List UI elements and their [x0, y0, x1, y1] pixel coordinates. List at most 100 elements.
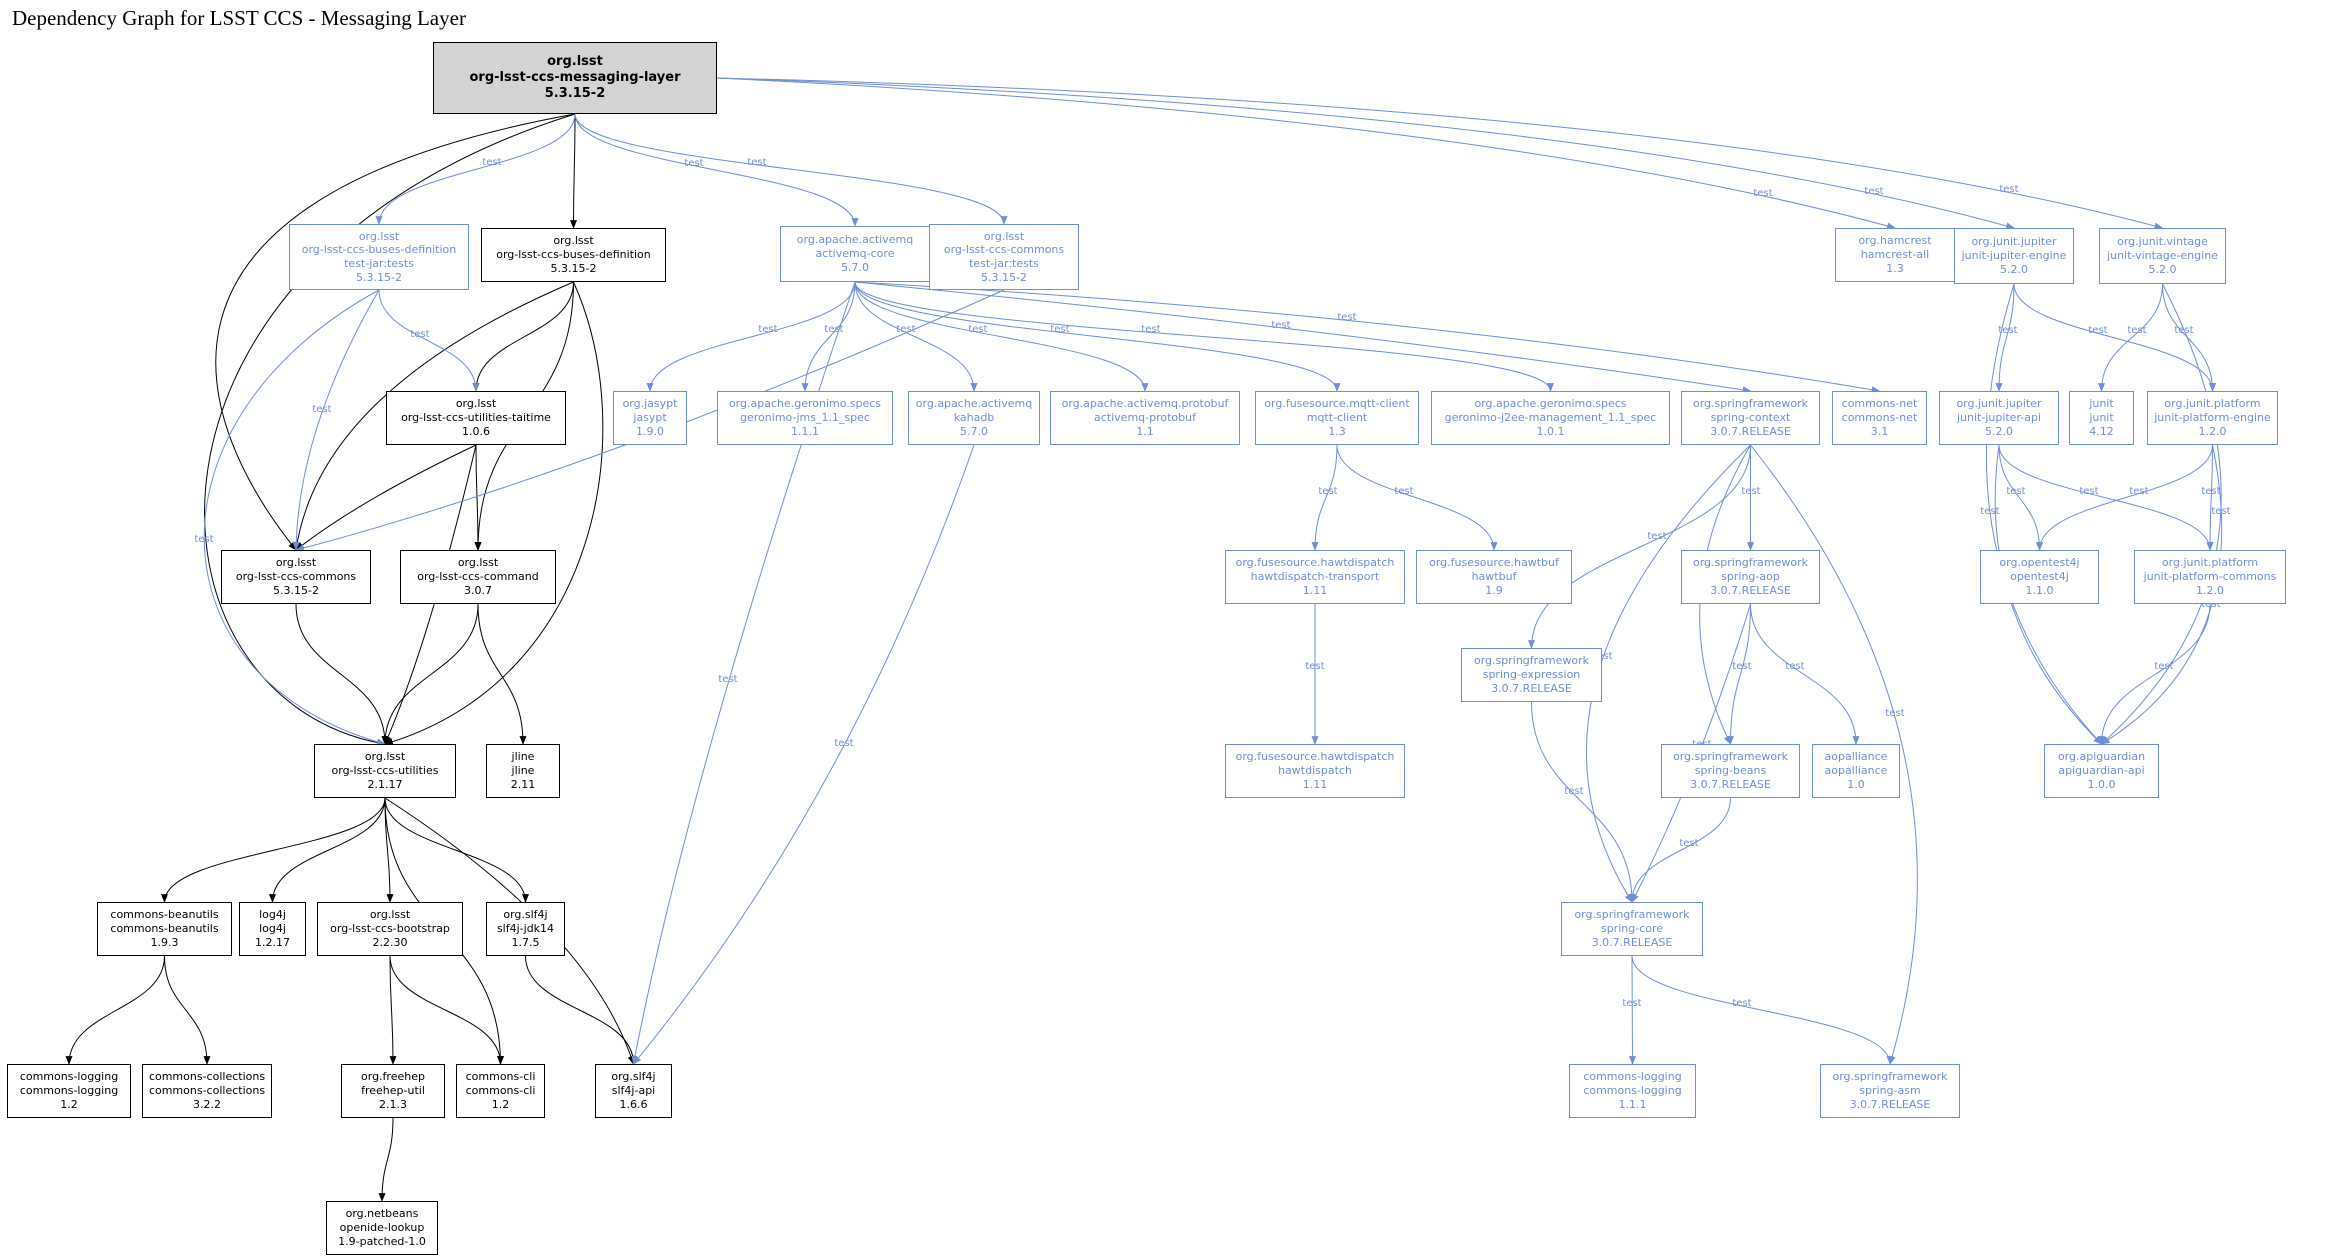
- edge-test-label: test: [1050, 324, 1069, 335]
- dep-node-activemq-core-line: activemq-core: [815, 247, 895, 261]
- edge-messaging-layer--hamcrest-all: [716, 77, 1896, 230]
- dep-node-messaging-layer-line: 5.3.15-2: [544, 86, 606, 102]
- edge-commons-beanutils--commons-collections: [164, 955, 211, 1065]
- dep-node-spring-beans-line: spring-beans: [1694, 764, 1767, 778]
- dep-node-ccs-utilities-line: 2.1.17: [367, 777, 403, 791]
- dep-node-buses-definition-line: org-lsst-ccs-buses-definition: [496, 248, 651, 262]
- dep-node-messaging-layer-line: org-lsst-ccs-messaging-layer: [469, 69, 681, 85]
- dep-node-jline-line: 2.11: [510, 777, 536, 791]
- edge-junit-vintage-engine--apiguardian-api: [2100, 283, 2222, 745]
- edge-junit-platform-engine--opentest4j: [2036, 444, 2213, 551]
- dep-node-junit-platform-engine-line: junit-platform-engine: [2154, 411, 2271, 425]
- edge-test-label: test: [2079, 486, 2098, 497]
- edge-test-label: test: [1741, 486, 1760, 497]
- edge-messaging-layer--ccs-commons-tests: [574, 113, 1008, 225]
- dep-node-commons-logging-1.1.1-line: commons-logging: [1583, 1084, 1682, 1098]
- dep-node-junit-jupiter-engine-line: 5.2.0: [2000, 262, 2028, 276]
- edge-test-label: test: [1337, 312, 1356, 323]
- edge-test-label: test: [834, 738, 853, 749]
- edge-messaging-layer--junit-vintage-engine: [716, 77, 2164, 230]
- edge-ccs-utilities--slf4j-jdk14: [384, 797, 529, 903]
- edge-junit-jupiter-engine--junit-jupiter-api: [1995, 283, 2015, 392]
- dep-node-junit-jupiter-api-line: junit-jupiter-api: [1956, 411, 2042, 425]
- edge-ccs-command--ccs-utilities: [381, 603, 479, 745]
- dep-node-ccs-bootstrap-line: 2.2.30: [372, 935, 408, 949]
- dep-node-slf4j-jdk14-line: org.slf4j: [503, 908, 548, 922]
- dep-node-commons-beanutils-line: commons-beanutils: [110, 908, 219, 922]
- edge-test-label: test: [1864, 186, 1883, 197]
- dep-node-apiguardian-api-line: apiguardian-api: [2058, 764, 2145, 778]
- dep-node-buses-definition-tests-line: test-jar:tests: [344, 257, 414, 270]
- edge-test-label: test: [1732, 998, 1751, 1009]
- dep-node-commons-net-line: commons-net: [1841, 397, 1918, 411]
- edge-spring-context--spring-asm: [1750, 444, 1918, 1065]
- dep-node-spring-beans-line: org.springframework: [1672, 750, 1789, 764]
- dep-node-buses-definition-tests-line: 5.3.15-2: [356, 270, 402, 284]
- dep-node-spring-expression-line: org.springframework: [1473, 654, 1590, 668]
- edge-commons-beanutils--commons-logging: [65, 955, 165, 1065]
- edge-test-label: test: [410, 329, 429, 340]
- dep-node-hawtdispatch-line: hawtdispatch: [1278, 764, 1352, 778]
- graph-title: Dependency Graph for LSST CCS - Messagin…: [12, 6, 466, 30]
- dep-node-commons-beanutils-line: 1.9.3: [150, 935, 179, 949]
- dep-node-activemq-protobuf-line: activemq-protobuf: [1094, 411, 1196, 425]
- dep-node-geronimo-jms-line: org.apache.geronimo.specs: [728, 397, 882, 411]
- edge-buses-definition--ccs-utilities: [384, 281, 604, 746]
- edge-messaging-layer--buses-definition: [570, 113, 578, 229]
- dep-node-ccs-command-line: 3.0.7: [464, 583, 492, 597]
- dep-node-buses-definition-tests-line: org.lsst: [358, 229, 400, 243]
- dep-node-openide-lookup-line: openide-lookup: [339, 1221, 425, 1235]
- dep-node-spring-asm-line: spring-asm: [1859, 1084, 1921, 1098]
- edge-test-label: test: [1564, 786, 1583, 797]
- edge-messaging-layer--buses-definition-tests: [375, 113, 576, 225]
- dep-node-slf4j-api-line: 1.6.6: [619, 1097, 648, 1111]
- dep-node-buses-definition-line: org.lsst: [553, 234, 594, 248]
- edge-spring-aop--aopalliance: [1750, 603, 1860, 745]
- dep-node-buses-definition-line: 5.3.15-2: [550, 261, 597, 275]
- edge-test-label: test: [2006, 486, 2025, 497]
- dep-node-junit-jupiter-engine-line: org.junit.jupiter: [1971, 235, 2057, 249]
- dep-node-hawtdispatch-line: org.fusesource.hawtdispatch: [1235, 750, 1395, 764]
- edge-test-label: test: [1679, 838, 1698, 849]
- dep-node-hamcrest-all-line: 1.3: [1886, 261, 1904, 275]
- dep-node-junit-line: junit: [2089, 397, 2114, 411]
- dep-node-ccs-commons-line: 5.3.15-2: [273, 583, 319, 597]
- dep-node-commons-net-line: 3.1: [1870, 424, 1889, 438]
- dep-node-junit-line: junit: [2089, 411, 2114, 425]
- edge-test-label: test: [2201, 486, 2220, 497]
- edge-test-label: test: [1885, 708, 1904, 719]
- dep-node-jline-line: jline: [511, 750, 535, 764]
- edge-activemq-core--geronimo-j2ee-management: [854, 281, 1554, 392]
- dep-node-mqtt-client-line: mqtt-client: [1306, 411, 1368, 425]
- edge-test-label: test: [824, 324, 843, 335]
- dep-node-commons-collections-line: 3.2.2: [193, 1097, 221, 1111]
- dep-node-junit-vintage-engine-line: org.junit.vintage: [2117, 235, 2208, 249]
- edge-ccs-commons--ccs-utilities: [295, 603, 389, 745]
- edge-freehep-util--openide-lookup: [378, 1117, 394, 1202]
- edge-test-label: test: [312, 404, 331, 415]
- edge-spring-expression--spring-core: [1531, 701, 1636, 903]
- edge-buses-definition--taitime: [472, 281, 574, 392]
- edge-ccs-utilities--commons-beanutils: [161, 797, 386, 903]
- edge-test-label: test: [482, 157, 501, 168]
- dep-node-ccs-bootstrap-line: org-lsst-ccs-bootstrap: [330, 922, 450, 936]
- edge-test-label: test: [1622, 998, 1641, 1009]
- dep-node-commons-cli-line: commons-cli: [465, 1084, 536, 1098]
- edge-buses-definition-tests--ccs-commons: [292, 289, 380, 551]
- dep-node-junit-platform-commons-line: org.junit.platform: [2161, 556, 2259, 570]
- edge-activemq-core--geronimo-jms: [801, 281, 856, 392]
- dep-node-geronimo-jms-line: geronimo-jms_1.1_spec: [740, 411, 870, 425]
- dep-node-commons-net-line: commons-net: [1841, 411, 1918, 425]
- dep-node-spring-expression-line: 3.0.7.RELEASE: [1491, 681, 1572, 695]
- dep-node-junit-jupiter-api-line: org.junit.jupiter: [1956, 397, 2042, 411]
